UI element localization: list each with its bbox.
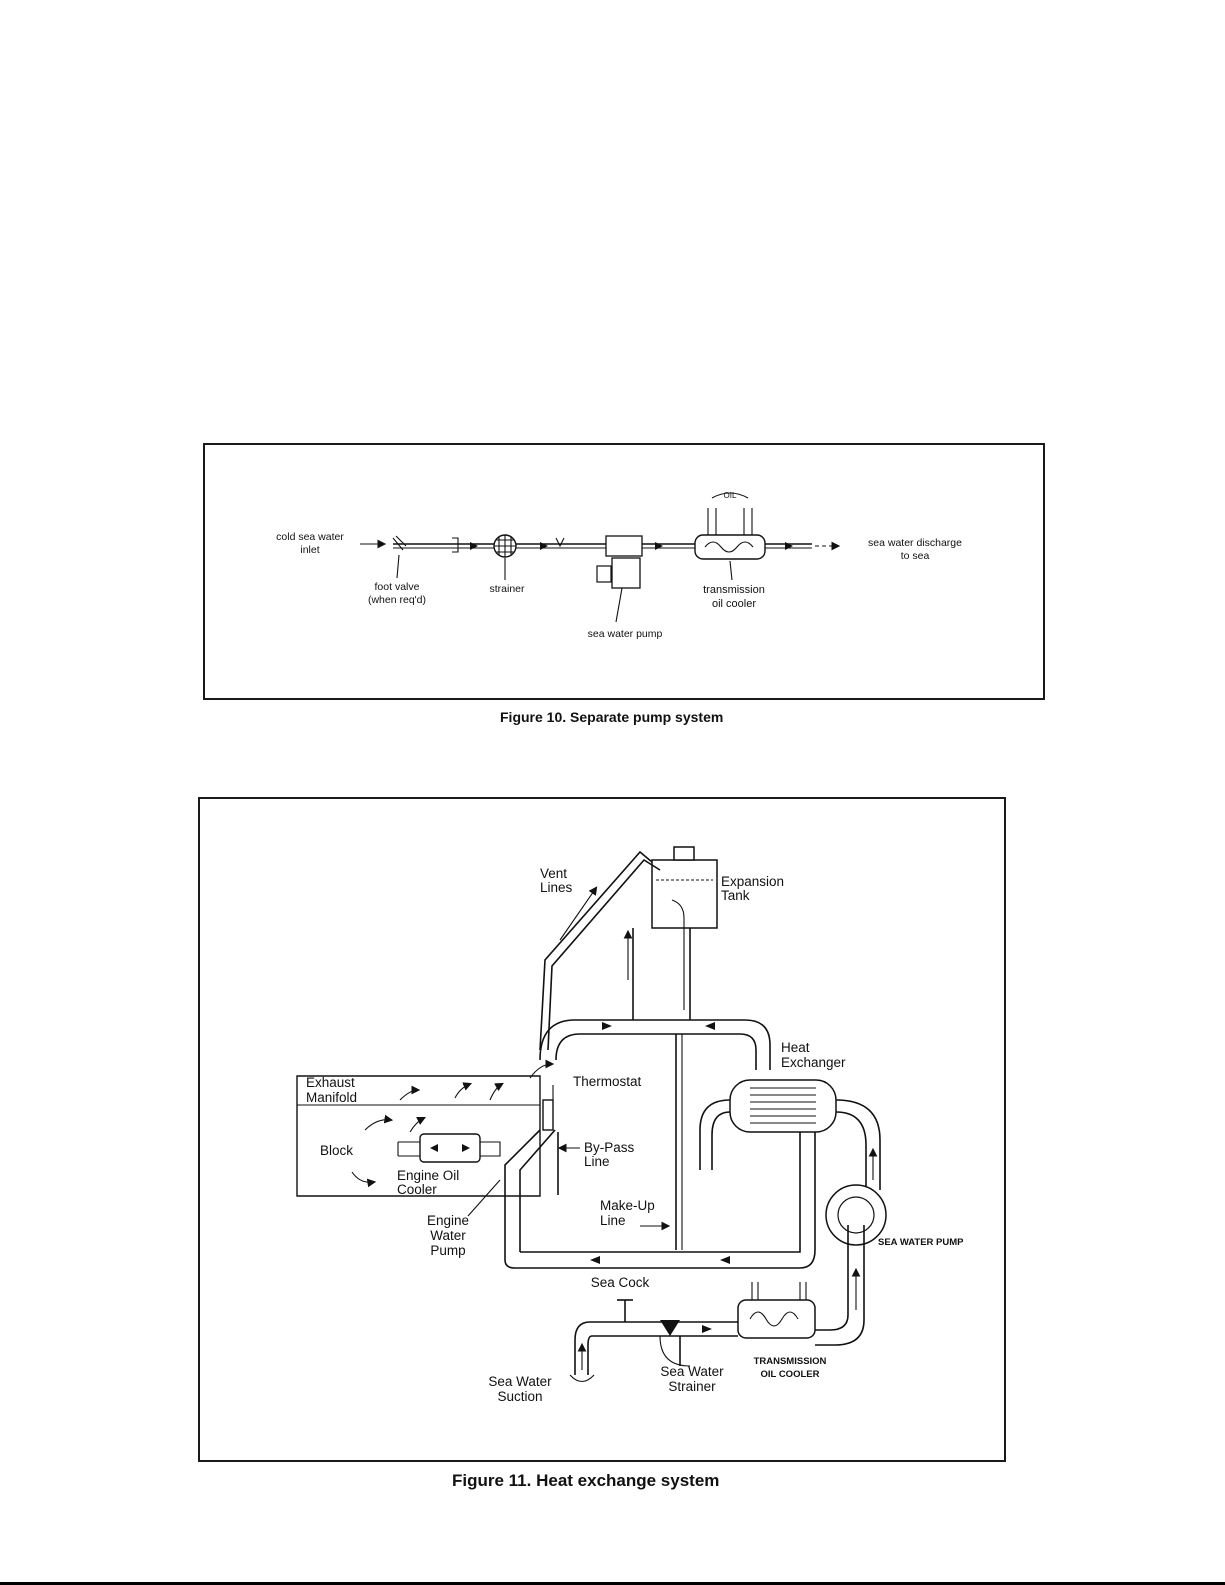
svg-text:Pump: Pump [430, 1243, 465, 1258]
svg-text:Manifold: Manifold [306, 1090, 357, 1105]
block-label: Block [320, 1143, 353, 1158]
sea-water-pump-label: SEA WATER PUMP [878, 1237, 964, 1248]
bypass-line-label: By-Pass [584, 1140, 635, 1155]
vent-lines-label: Vent [540, 866, 567, 881]
expansion-tank-label: Expansion [721, 874, 784, 889]
oil-label: OIL [724, 491, 737, 500]
page-bottom-rule [0, 1582, 1225, 1585]
sea-water-strainer-label: Sea Water [660, 1364, 724, 1379]
figure-11-frame [198, 797, 1006, 1462]
engine-oil-cooler-label: Engine Oil [397, 1168, 459, 1183]
sea-water-pump-icon [605, 535, 643, 557]
sea-water-pump-icon [825, 1184, 887, 1246]
engine-oil-cooler-icon [419, 1133, 481, 1163]
discharge-label: sea water discharge [868, 537, 962, 549]
engine-block-outline [296, 1075, 541, 1197]
heat-exchanger-icon [729, 1079, 837, 1133]
svg-text:Water: Water [430, 1228, 466, 1243]
svg-text:inlet: inlet [300, 544, 319, 556]
heat-exchanger-label: Heat [781, 1040, 810, 1055]
bottom-return-pipe [504, 1130, 816, 1269]
figure-11-diagram: Vent Lines Expansion Tank Heat Exchanger… [296, 846, 964, 1404]
transmission-oil-cooler-icon [737, 1299, 816, 1339]
inline-valve-icon [452, 537, 459, 553]
svg-text:Tank: Tank [721, 888, 750, 903]
sea-water-strainer-icon [660, 1320, 680, 1336]
vent-lines [539, 850, 653, 1051]
inlet-label: cold sea water [276, 531, 344, 543]
sea-water-suction-label: Sea Water [488, 1374, 552, 1389]
foot-valve-icon [392, 535, 407, 551]
figure-10-diagram: cold sea water inlet foot valve (when re… [276, 491, 962, 640]
svg-text:Cooler: Cooler [397, 1182, 437, 1197]
engine-water-pump-label: Engine [427, 1213, 469, 1228]
bypass-pipe [504, 1129, 541, 1260]
figure-10-caption: Figure 10. Separate pump system [500, 709, 724, 725]
sea-water-pump-label: sea water pump [588, 628, 663, 640]
thermostat-label: Thermostat [573, 1074, 642, 1089]
exhaust-manifold-label: Exhaust [306, 1075, 355, 1090]
svg-text:Strainer: Strainer [668, 1379, 716, 1394]
svg-text:Suction: Suction [497, 1389, 542, 1404]
svg-text:(when req'd): (when req'd) [368, 594, 426, 606]
make-up-line-label: Make-Up [600, 1198, 655, 1213]
svg-text:OIL COOLER: OIL COOLER [761, 1369, 820, 1380]
svg-text:oil cooler: oil cooler [712, 598, 756, 610]
svg-text:Line: Line [600, 1213, 626, 1228]
svg-text:Line: Line [584, 1154, 610, 1169]
thermostat-icon [542, 1099, 554, 1131]
svg-text:to sea: to sea [901, 550, 930, 562]
sea-water-suction-pipe [574, 1321, 620, 1375]
figure-10-frame [203, 443, 1045, 700]
svg-text:Lines: Lines [540, 880, 573, 895]
strainer-label: strainer [489, 583, 525, 595]
inline-valve-icon-2 [555, 537, 565, 548]
transmission-oil-cooler-label: TRANSMISSION [754, 1356, 827, 1367]
transmission-cooler-label: transmission [703, 584, 765, 596]
figure-11-caption: Figure 11. Heat exchange system [452, 1471, 720, 1490]
sea-cock-label: Sea Cock [591, 1275, 650, 1290]
top-coolant-pipe [539, 1019, 771, 1070]
svg-text:Exchanger: Exchanger [781, 1055, 846, 1070]
transmission-oil-cooler-icon [694, 534, 766, 560]
foot-valve-label: foot valve [375, 581, 420, 593]
